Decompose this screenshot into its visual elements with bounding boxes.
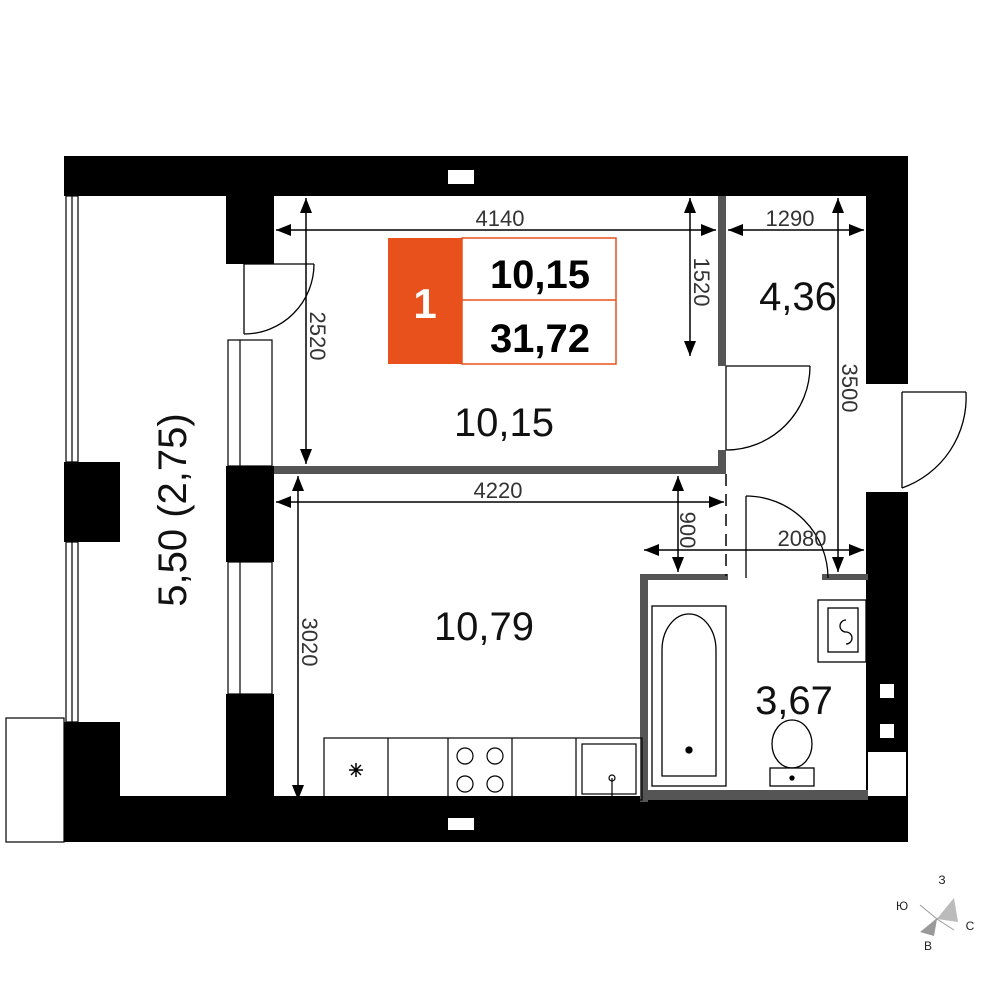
dim-bath-width: 2080	[778, 526, 827, 551]
area-balcony: 5,50 (2,75)	[151, 413, 195, 606]
dim-hall-length: 3500	[837, 364, 862, 413]
dim-kitchen-width: 4220	[474, 478, 523, 503]
wall-gap-right	[868, 752, 906, 796]
compass-east: С	[966, 919, 975, 933]
balcony-windows	[5, 195, 273, 843]
bathtub	[651, 605, 727, 787]
area-hall: 4,36	[759, 275, 837, 319]
compass-west: Ю	[896, 899, 908, 913]
apartment-badge: 1 10,15 31,72	[388, 237, 617, 365]
area-bathroom: 3,67	[755, 679, 833, 723]
wall-vent-right-1	[880, 684, 894, 698]
badge-total-area: 31,72	[490, 317, 590, 361]
badge-rooms-count: 1	[413, 280, 436, 327]
dim-hall-offset: 1520	[689, 258, 714, 307]
dim-hall-width: 1290	[766, 206, 815, 231]
compass-south: В	[924, 939, 932, 953]
dimension-lines	[276, 198, 864, 800]
exterior-walls	[64, 156, 908, 842]
area-room1: 10,15	[454, 401, 554, 445]
badge-rooms-box	[388, 238, 462, 364]
compass-rose: З С В Ю	[896, 873, 975, 953]
wall-vent-bottom	[448, 818, 474, 830]
interior-walls	[274, 196, 868, 802]
area-kitchen: 10,79	[434, 605, 534, 649]
dim-kitchen-depth: 3020	[297, 618, 322, 667]
dim-kitchen-door-offset: 900	[675, 512, 700, 549]
kitchen-counter	[323, 737, 643, 801]
toilet	[769, 719, 815, 787]
wall-vent-top	[448, 170, 474, 184]
doors	[243, 263, 967, 579]
dim-room1-width: 4140	[476, 206, 525, 231]
fridge-snowflake-icon	[349, 763, 363, 777]
badge-frame	[461, 237, 617, 365]
wall-vent-right-2	[880, 724, 894, 738]
compass-north: З	[938, 873, 945, 887]
badge-living-area: 10,15	[490, 253, 590, 297]
dim-room1-depth: 2520	[305, 312, 330, 361]
washbasin	[817, 599, 867, 663]
